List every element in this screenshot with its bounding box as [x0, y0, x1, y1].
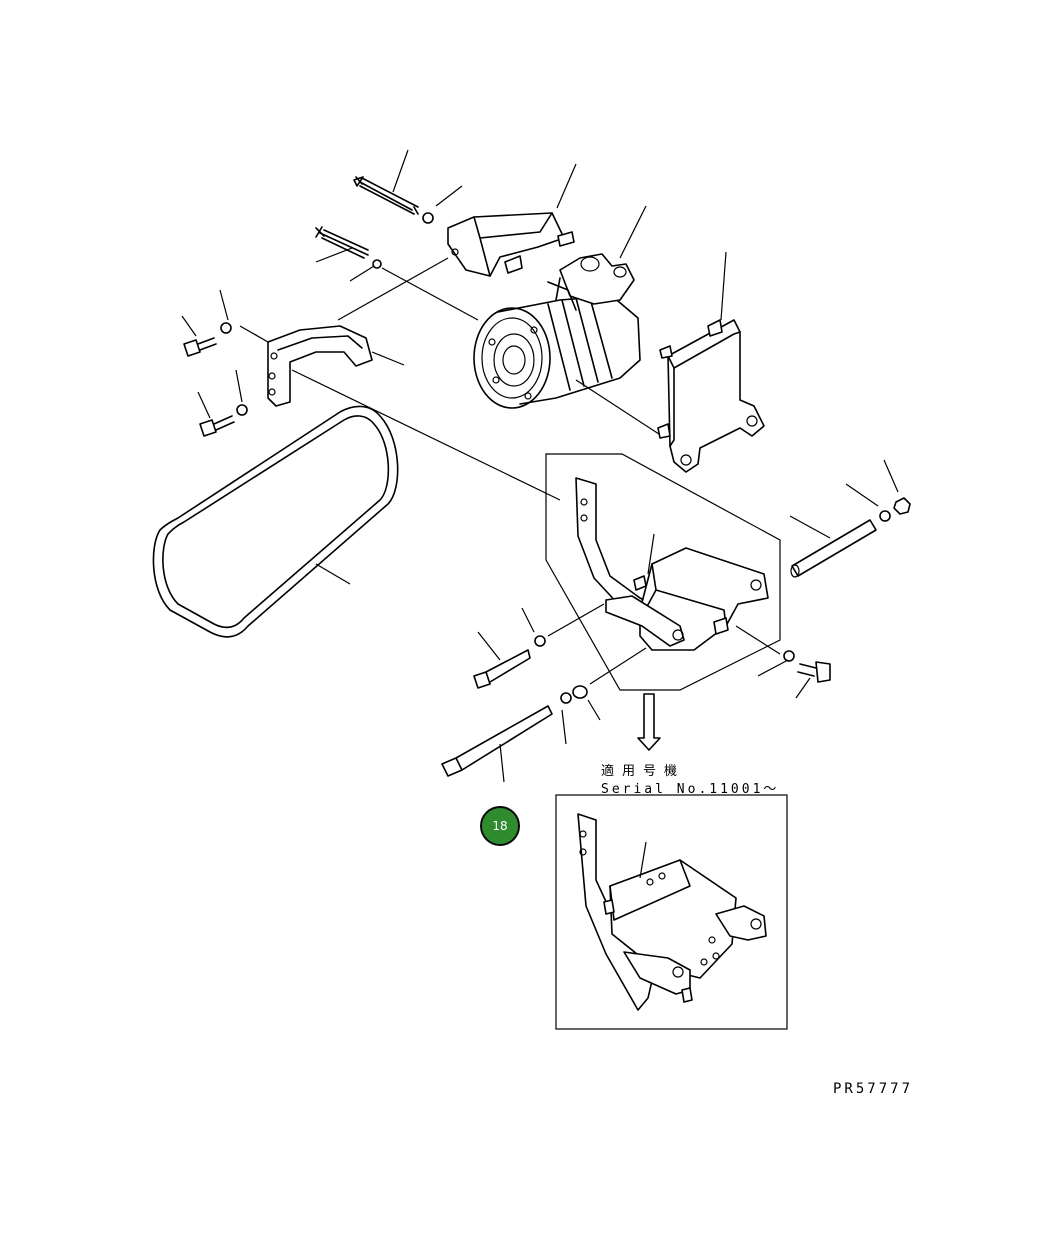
upper-bracket-group [315, 149, 577, 321]
callout-badge-18[interactable]: 18 [480, 806, 520, 846]
detail-inset [555, 794, 788, 1030]
serial-note-japanese: 適用号機 [601, 764, 686, 779]
lower-fasteners-group [441, 603, 647, 783]
serial-note-english: Serial No.11001～ [601, 782, 780, 797]
detail-arrow [637, 693, 661, 751]
bracket-assembly-group [545, 453, 911, 699]
compressor-group [473, 205, 663, 437]
v-belt [152, 405, 399, 638]
mounting-plate-group [657, 251, 765, 473]
drawing-number: PR57777 [833, 1081, 914, 1097]
adjusting-bracket-group [181, 289, 561, 501]
